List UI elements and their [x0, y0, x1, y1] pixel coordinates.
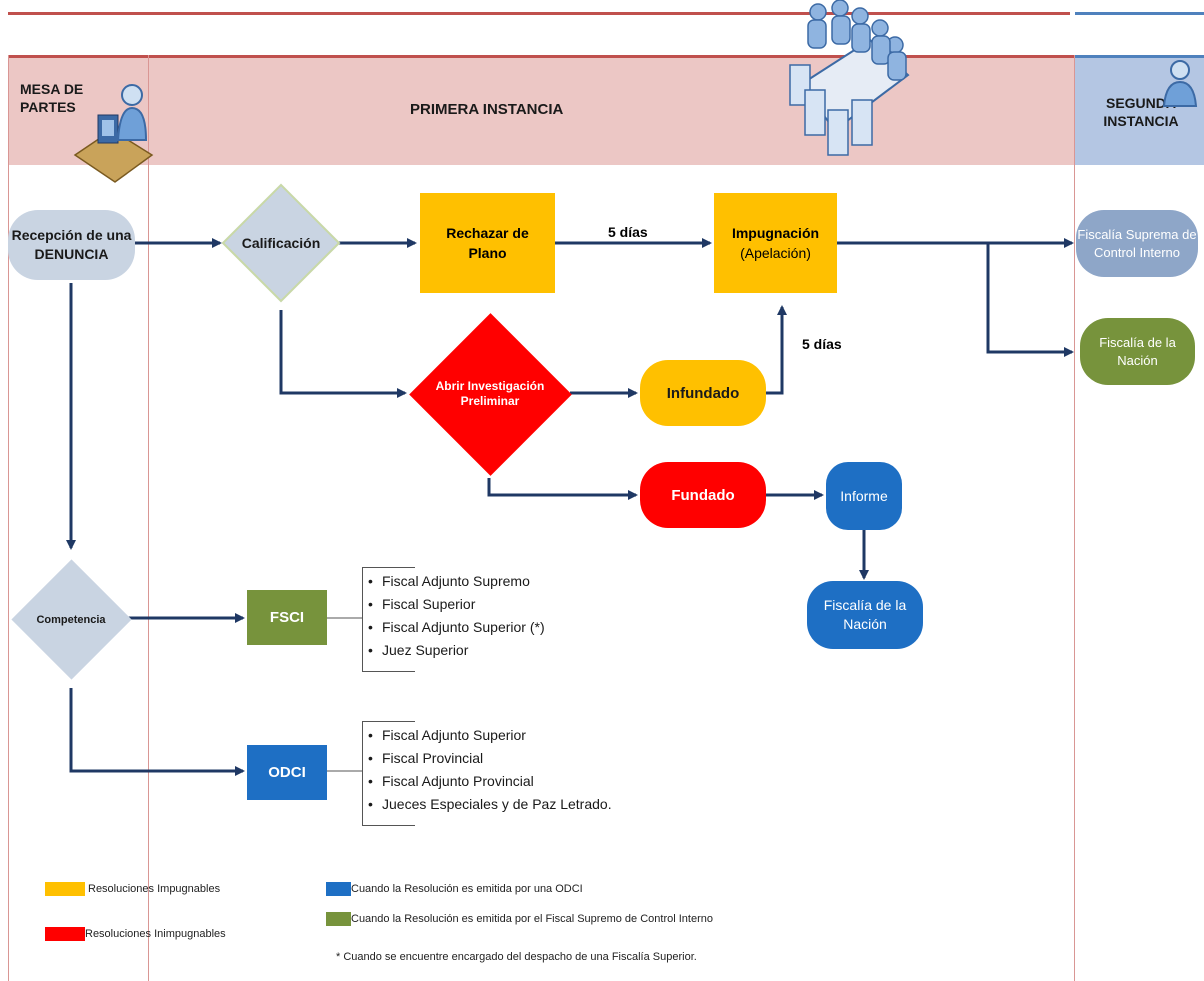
competencia-node: Competencia: [10, 553, 132, 686]
arrow-infundado-impugnacion: [766, 305, 787, 395]
legend-inimpugnables: Resoluciones Inimpugnables: [85, 928, 226, 940]
arrow-abrir-fundado: [487, 478, 638, 500]
impugnacion-title: Impugnación: [731, 225, 820, 241]
odci-list-item: Fiscal Provincial: [368, 747, 612, 770]
recepcion-node: Recepción de una DENUNCIA: [8, 210, 135, 280]
lane-divider-left: [8, 55, 9, 981]
top-red-line: [8, 12, 1070, 15]
fsci-list-item: Fiscal Adjunto Supremo: [368, 570, 545, 593]
calificacion-label: Calificación: [241, 235, 321, 251]
rechazar-label: Rechazar de Plano: [446, 225, 529, 261]
mesa-de-partes-title: MESA DE PARTES: [20, 81, 84, 115]
odci-list-item: Fiscal Adjunto Provincial: [368, 770, 612, 793]
fsci-list-bracket: [362, 567, 415, 672]
lane-divider-segunda: [1074, 55, 1075, 981]
lane-divider-mesa: [148, 55, 149, 981]
fsci-list: Fiscal Adjunto Supremo Fiscal Superior F…: [368, 570, 545, 662]
legend-swatch-impugnables: [45, 882, 85, 896]
fiscalia-suprema-node: Fiscalía Suprema de Control Interno: [1076, 210, 1198, 277]
fsci-list-item: Juez Superior: [368, 639, 545, 662]
fsci-list-item: Fiscal Superior: [368, 593, 545, 616]
legend-odci: Cuando la Resolución es emitida por una …: [351, 883, 583, 895]
abrir-investigacion-node: Abrir Investigación Preliminar: [408, 310, 572, 478]
impugnacion-subtitle: (Apelación): [740, 245, 811, 261]
fundado-node: Fundado: [640, 462, 766, 528]
judge-icon: [1162, 60, 1198, 107]
impugnacion-node: Impugnación (Apelación): [714, 193, 837, 293]
legend-swatch-inimpugnables: [45, 927, 85, 941]
rechazar-node: Rechazar de Plano: [420, 193, 555, 293]
top-blue-line: [1075, 12, 1204, 15]
arrow-impugnacion-fiscalia-nacion: [986, 243, 1074, 357]
header-band-primera: [8, 55, 1074, 165]
odci-node: ODCI: [247, 745, 327, 800]
odci-list-item: Jueces Especiales y de Paz Letrado.: [368, 793, 612, 816]
primera-instancia-title: PRIMERA INSTANCIA: [410, 101, 564, 118]
receptionist-icon: [73, 84, 154, 183]
fsci-label: FSCI: [269, 609, 305, 626]
odci-list: Fiscal Adjunto Superior Fiscal Provincia…: [368, 724, 612, 816]
informe-node: Informe: [826, 462, 902, 530]
legend-swatch-odci: [326, 882, 351, 896]
arrow-calificacion-abrir: [279, 310, 407, 398]
competencia-label: Competencia: [36, 613, 106, 626]
fiscalia-nacion-primera-node: Fiscalía de la Nación: [807, 581, 923, 649]
edge-label-5-dias-2: 5 días: [802, 336, 842, 352]
odci-list-item: Fiscal Adjunto Superior: [368, 724, 612, 747]
abrir-investigacion-label: Abrir Investigación Preliminar: [435, 379, 545, 408]
infundado-node: Infundado: [640, 360, 766, 426]
fsci-node: FSCI: [247, 590, 327, 645]
legend-impugnables: Resoluciones Impugnables: [88, 883, 221, 895]
legend-swatch-fsci: [326, 912, 351, 926]
odci-list-bracket: [362, 721, 415, 826]
calificacion-node: Calificación: [221, 183, 341, 303]
legend-fsci: Cuando la Resolución es emitida por el F…: [351, 913, 713, 925]
fsci-list-item: Fiscal Adjunto Superior (*): [368, 616, 545, 639]
arrow-competencia-odci: [69, 688, 245, 776]
legend-footnote: * Cuando se encuentre encargado del desp…: [336, 951, 697, 963]
meeting-room-icon: [789, 0, 910, 156]
segunda-instancia-title: SEGUNDA INSTANCIA: [1103, 95, 1179, 129]
edge-label-5-dias-1: 5 días: [608, 224, 648, 240]
odci-label: ODCI: [268, 764, 306, 781]
fiscalia-nacion-segunda-node: Fiscalía de la Nación: [1080, 318, 1195, 385]
